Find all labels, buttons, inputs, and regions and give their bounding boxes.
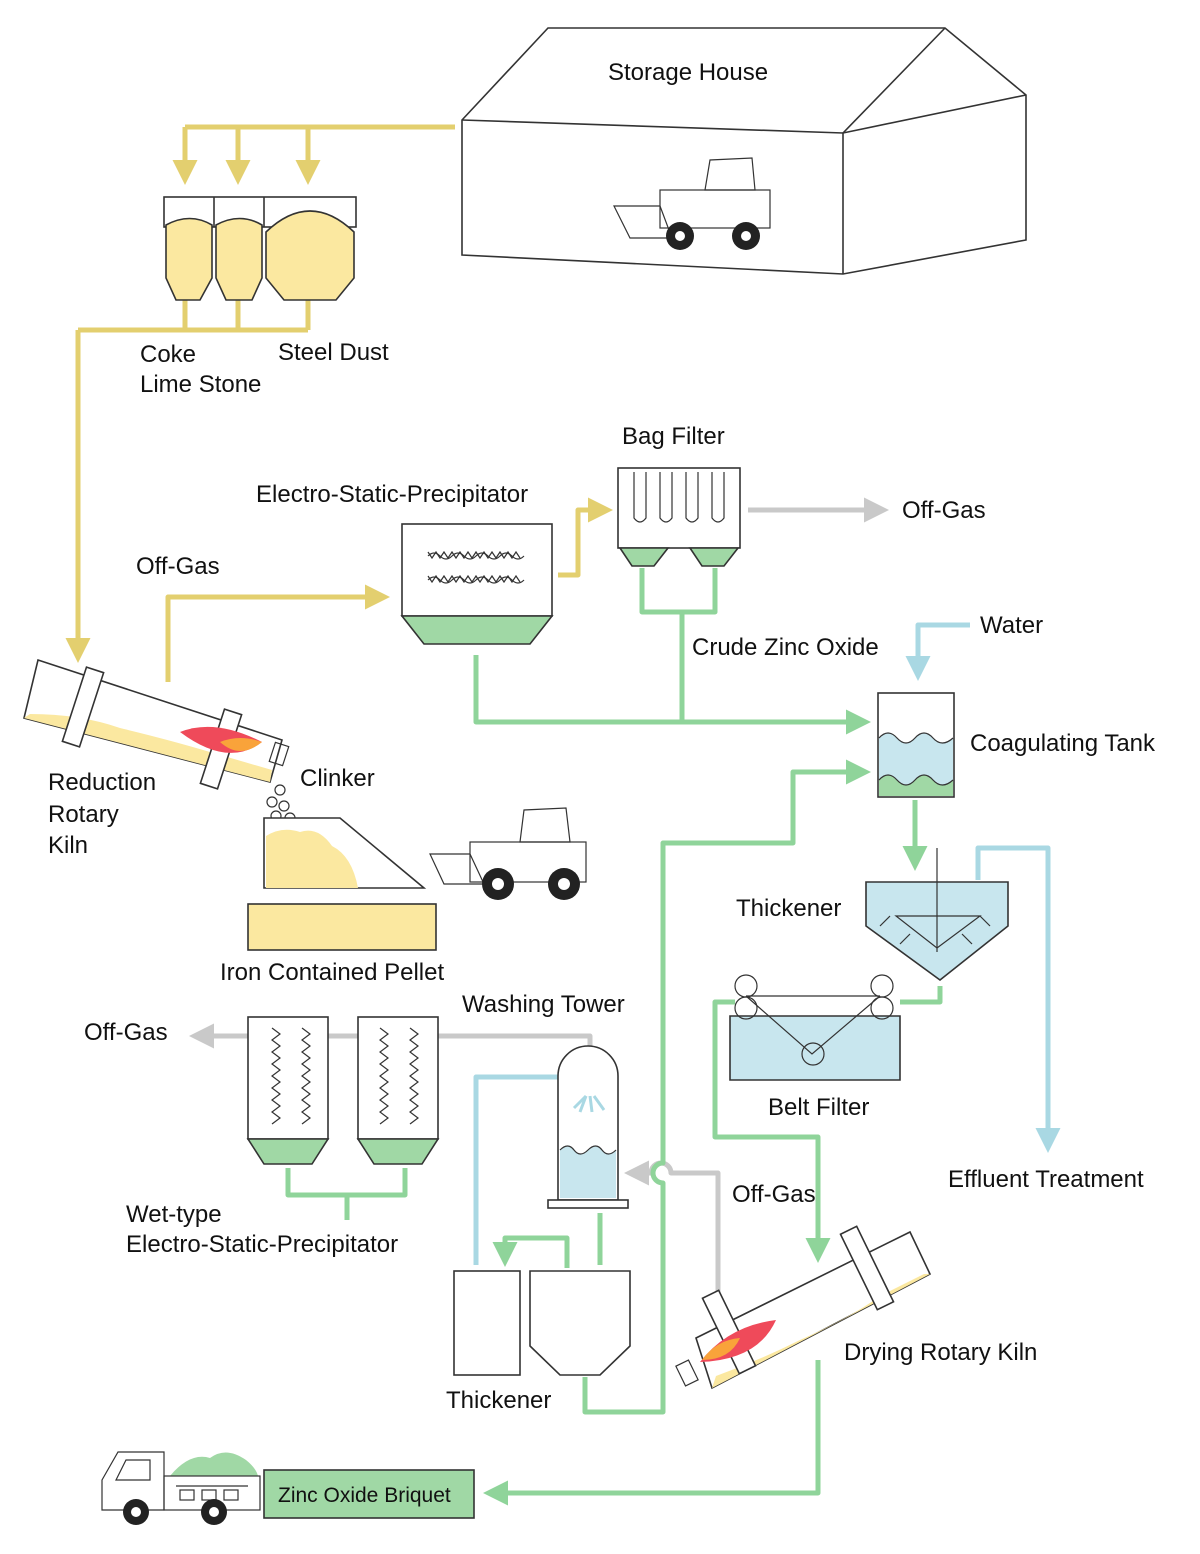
water-label: Water (980, 612, 1043, 639)
wet-esp-label-1: Wet-type (126, 1201, 222, 1228)
flow-beltfilter-to-dryer (712, 999, 831, 1263)
reduction-rotary-kiln: Reduction Rotary Kiln (23, 658, 290, 859)
steel-dust-label: Steel Dust (278, 339, 389, 366)
washing-tower-label: Washing Tower (462, 991, 625, 1018)
belt-filter-label: Belt Filter (768, 1094, 869, 1121)
flow-water-in (905, 622, 970, 681)
thickener-lower-label: Thickener (446, 1387, 551, 1414)
clinker-label: Clinker (300, 765, 375, 792)
kiln-offgas-label: Off-Gas (136, 553, 220, 580)
flow-bagfilter-cones (639, 568, 718, 615)
storage-house: Storage House (461, 27, 1027, 275)
flow-wet-esp-drain (285, 1168, 408, 1220)
bag-filter-offgas-label: Off-Gas (902, 497, 986, 524)
clinker-pellets: Clinker (266, 765, 375, 824)
belt-filter: Belt Filter Effluent Treatment (729, 974, 1144, 1193)
effluent-treatment-label: Effluent Treatment (948, 1166, 1144, 1193)
washing-tower: Washing Tower (462, 991, 629, 1209)
wet-esp-label-2: Electro-Static-Precipitator (126, 1231, 398, 1258)
coagulating-tank: Water Coagulating Tank (877, 612, 1156, 798)
flow-dryer-offgas (624, 1160, 721, 1296)
flow-thickener-to-beltfilter (900, 986, 943, 1005)
flow-hoppers-collector (78, 300, 311, 333)
flow-thickener-internal (492, 1235, 570, 1268)
lime-stone-label: Lime Stone (140, 371, 261, 398)
flow-offgas-to-esp (165, 584, 390, 682)
flow-dryer-to-briquet (483, 1360, 821, 1506)
coke-label: Coke (140, 341, 196, 368)
spray-nozzle-icon (572, 1094, 606, 1113)
loader-clinker-icon (429, 807, 587, 900)
electro-static-precipitator: Electro-Static-Precipitator Off-Gas (136, 481, 554, 645)
thickener-upper: Thickener (736, 848, 1009, 982)
bag-filter-label: Bag Filter (622, 423, 725, 450)
storage-house-label: Storage House (608, 59, 768, 86)
raw-material-hoppers: Coke Lime Stone Steel Dust (140, 196, 389, 398)
bag-filter: Bag Filter Off-Gas Crude Zinc Oxide (617, 423, 986, 661)
reduction-kiln-label-3: Kiln (48, 832, 88, 859)
flow-esp-to-bagfilter (558, 497, 613, 578)
drying-kiln-label: Drying Rotary Kiln (844, 1339, 1037, 1366)
wet-esp-offgas-label: Off-Gas (84, 1019, 168, 1046)
iron-pellet-label: Iron Contained Pellet (220, 959, 444, 986)
dump-truck-icon (101, 1451, 261, 1525)
thickener-upper-label: Thickener (736, 895, 841, 922)
clinker-bin: Iron Contained Pellet (220, 817, 444, 986)
coagulating-tank-label: Coagulating Tank (970, 730, 1156, 757)
steel-dust-hopper (265, 210, 355, 301)
crude-zinc-oxide-label: Crude Zinc Oxide (692, 634, 879, 661)
drying-rotary-kiln: Off-Gas Drying Rotary Kiln (675, 1181, 1037, 1390)
iron-pellet-stockpile (247, 903, 437, 951)
reduction-kiln-label-2: Rotary (48, 801, 119, 828)
lime-stone-hopper (215, 217, 263, 301)
thickener-lower: Thickener (446, 1270, 631, 1414)
flow-esp-to-coagulating (473, 655, 871, 735)
dryer-offgas-label: Off-Gas (732, 1181, 816, 1208)
zinc-oxide-briquet: Zinc Oxide Briquet (263, 1469, 475, 1519)
zinc-oxide-briquet-label: Zinc Oxide Briquet (278, 1484, 451, 1507)
coke-hopper (165, 217, 213, 301)
reduction-kiln-label-1: Reduction (48, 769, 156, 796)
flow-return-to-coagulating (582, 759, 871, 1415)
wet-type-esp: Off-Gas Wet-type Electro-Static-Precipit… (84, 1016, 440, 1258)
esp-label: Electro-Static-Precipitator (256, 481, 528, 508)
flow-to-effluent (975, 845, 1061, 1153)
loader-in-house-icon (613, 157, 771, 250)
